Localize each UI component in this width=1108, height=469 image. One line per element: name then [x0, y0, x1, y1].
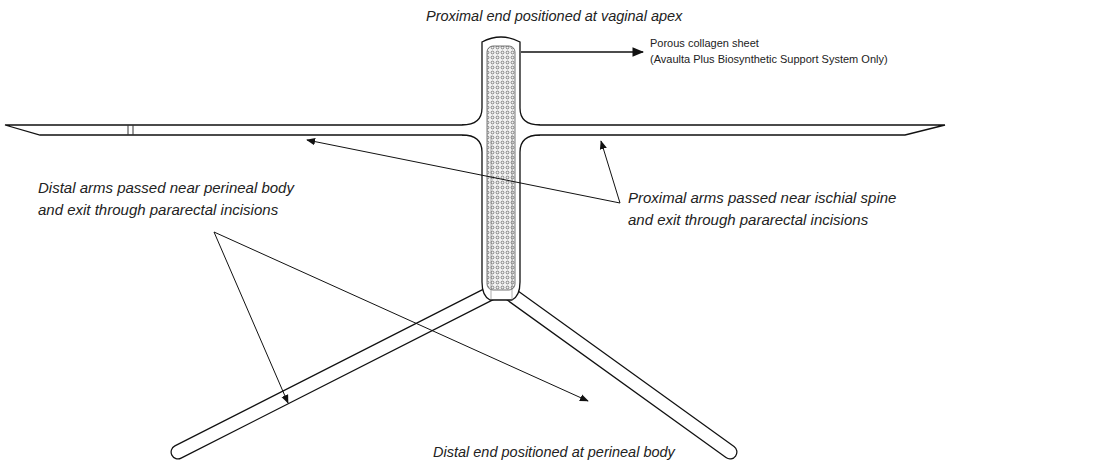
arm-note: Proximal arms passed near ischial spine …	[628, 187, 908, 231]
leader-line	[601, 141, 620, 203]
strap-mark	[128, 125, 129, 135]
leader-line	[214, 232, 288, 403]
sheet-edge	[491, 135, 492, 300]
apex-note: Proximal end positioned at vaginal apex	[426, 6, 682, 27]
arm-note: Distal arms passed near perineal body an…	[38, 177, 300, 221]
strap-mark	[133, 125, 134, 135]
sheet-edge	[512, 135, 513, 300]
mesh-body	[462, 37, 540, 300]
leader-line	[521, 51, 643, 52]
perineal-note: Distal end positioned at perineal body	[433, 442, 675, 463]
callout-label: Porous collagen sheet	[650, 36, 759, 52]
leader-line	[307, 140, 620, 203]
distal-arm	[178, 290, 730, 452]
callout-label: (Avaulta Plus Biosynthetic Support Syste…	[650, 52, 888, 68]
leader-line	[214, 232, 588, 401]
